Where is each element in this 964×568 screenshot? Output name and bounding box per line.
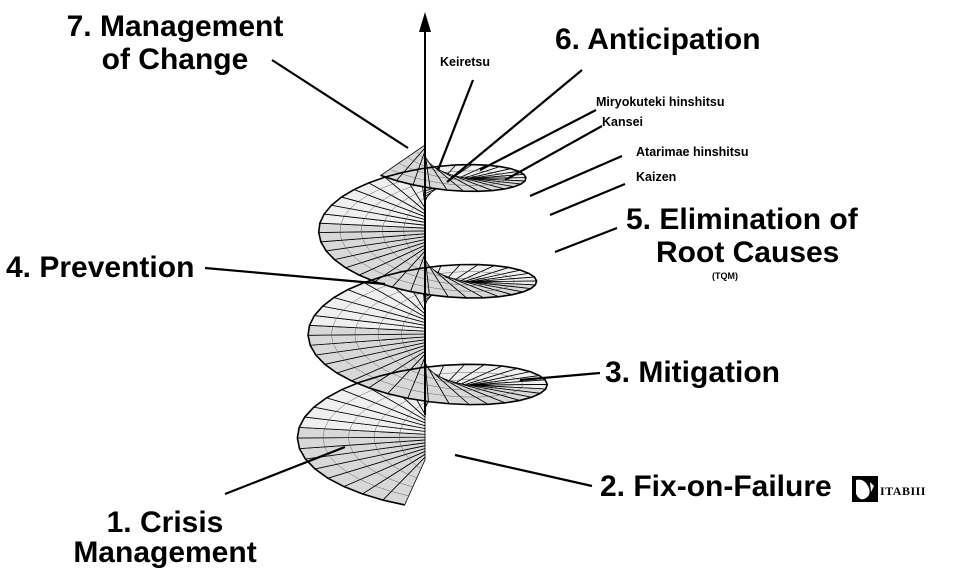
axis-arrow-icon <box>419 12 431 32</box>
label-root-causes: Root Causes <box>656 238 839 268</box>
label-fix-on-failure: 2. Fix-on-Failure <box>600 472 832 502</box>
label-atarimae-hinshitsu: Atarimae hinshitsu <box>636 146 749 159</box>
label-mitigation: 3. Mitigation <box>605 358 780 388</box>
label-kaizen: Kaizen <box>636 171 676 184</box>
itabiii-logo <box>852 476 878 502</box>
logo-text: ITABIII <box>880 484 926 499</box>
label-management-of-change-2: of Change <box>60 45 290 75</box>
leader-line-management-of-change <box>272 60 408 148</box>
label-crisis: 1. Crisis <box>60 508 270 538</box>
label-miryokuteki-hinshitsu: Miryokuteki hinshitsu <box>596 96 725 109</box>
label-tqm: (TQM) <box>712 272 738 281</box>
leader-line-anticipation <box>447 70 582 182</box>
leader-line-kaizen <box>550 184 625 215</box>
label-keiretsu: Keiretsu <box>440 56 490 69</box>
label-crisis-management: Management <box>60 538 270 568</box>
label-prevention: 4. Prevention <box>6 253 194 283</box>
label-anticipation: 6. Anticipation <box>555 25 761 55</box>
leader-line-elimination <box>555 228 617 252</box>
label-management-of-change-1: 7. Management <box>60 12 290 42</box>
label-kansei: Kansei <box>602 116 643 129</box>
label-elimination-of: 5. Elimination of <box>626 205 858 235</box>
leader-line-fix-on-failure <box>455 455 592 486</box>
leader-line-keiretsu <box>438 80 473 170</box>
